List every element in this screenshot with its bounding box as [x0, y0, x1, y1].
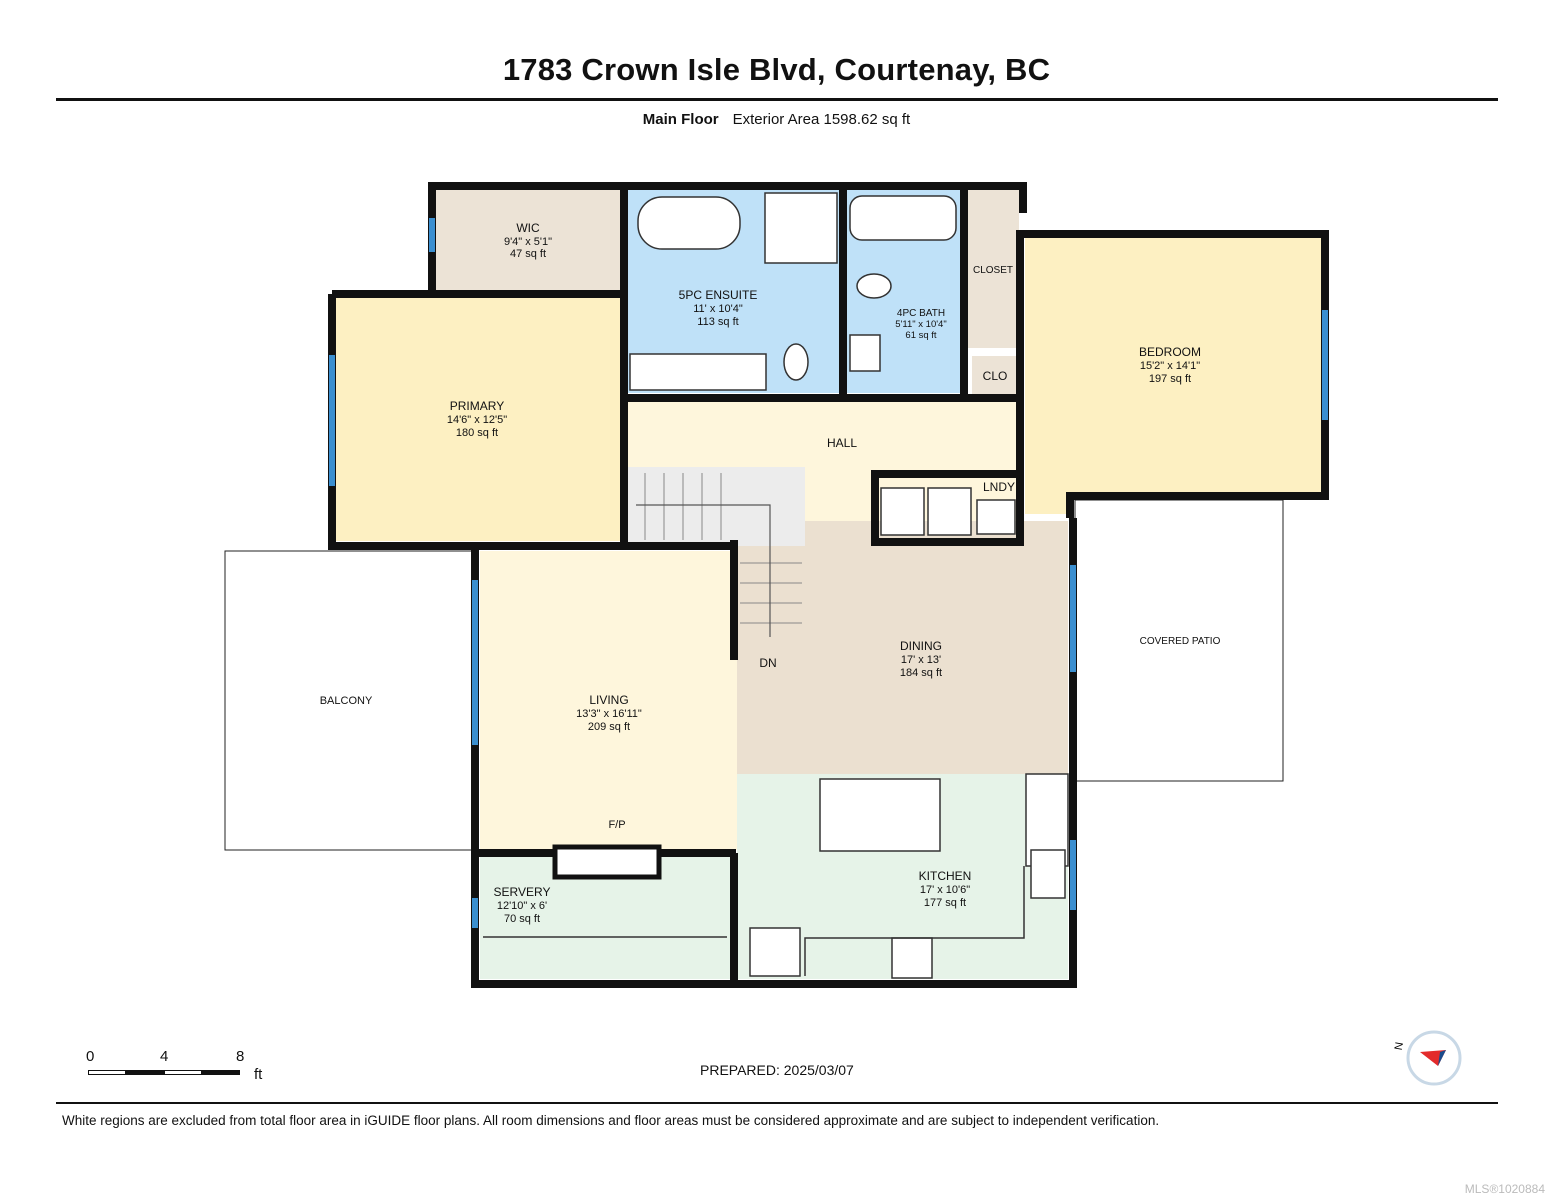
toilet-2	[783, 343, 809, 381]
scale-unit: ft	[254, 1066, 263, 1083]
scale-segment	[164, 1070, 202, 1075]
bath-dims: 5'11" x 10'4"	[895, 319, 946, 330]
bath-vanity	[849, 334, 881, 372]
kitchen-area: 177 sq ft	[924, 897, 966, 909]
bedroom-area: 197 sq ft	[1149, 373, 1191, 385]
dining-area: 184 sq ft	[900, 667, 942, 679]
primary-dims: 14'6" x 12'5"	[447, 414, 507, 426]
servery-label: SERVERY	[494, 885, 551, 899]
floor-name: Main Floor	[642, 111, 719, 128]
balcony-label: BALCONY	[320, 695, 373, 707]
hall-label: HALL	[827, 436, 857, 450]
clo-room	[972, 356, 1018, 396]
fireplace	[552, 844, 662, 880]
stairs	[627, 467, 805, 547]
scale-segment	[88, 1070, 126, 1075]
kitchen-label: KITCHEN	[919, 869, 972, 883]
ensuite-area: 113 sq ft	[697, 316, 738, 328]
wic-dims: 9'4" x 5'1"	[504, 236, 552, 248]
mls-watermark: MLS®1020884	[1464, 1182, 1545, 1196]
closet-room	[968, 190, 1019, 348]
covered-patio-area	[1074, 499, 1284, 782]
washer	[880, 487, 925, 536]
dining-room	[737, 546, 1068, 774]
floor-subtitle: Main Floor Exterior Area 1598.62 sq ft	[0, 111, 1553, 128]
windows	[329, 218, 1328, 928]
balcony-area	[224, 550, 476, 851]
disclaimer-text: White regions are excluded from total fl…	[62, 1113, 1160, 1128]
dining-label: DINING	[900, 639, 942, 653]
primary-label: PRIMARY	[450, 399, 504, 413]
fireplace-label: F/P	[608, 819, 625, 831]
kitchen-sink	[1030, 849, 1066, 899]
ensuite-dims: 11' x 10'4"	[693, 303, 743, 315]
bedroom-room	[1025, 238, 1322, 514]
primary-area: 180 sq ft	[456, 427, 498, 439]
soaking-tub	[637, 196, 741, 250]
scale-bar: 0 4 8 ft	[86, 1048, 286, 1088]
shower-stall	[764, 192, 838, 264]
fixtures	[483, 192, 1069, 979]
dryer	[927, 487, 972, 536]
wic-label: WIC	[516, 221, 540, 235]
compass-rose: N	[1390, 1030, 1466, 1090]
compass-north-label: N	[1393, 1041, 1406, 1051]
stair-treads	[644, 473, 802, 624]
laundry-sink	[976, 499, 1016, 535]
servery-dims: 12'10" x 6'	[497, 900, 547, 912]
counter-run	[804, 866, 1025, 976]
clo-label: CLO	[983, 369, 1008, 383]
scale-segment	[202, 1070, 240, 1075]
scale-tick-4: 4	[160, 1048, 169, 1065]
bath-tub	[849, 195, 957, 241]
room-labels: WIC 9'4" x 5'1" 47 sq ft 5PC ENSUITE 11'…	[320, 221, 1221, 925]
bedroom-dims: 15'2" x 14'1"	[1140, 360, 1200, 372]
dining-dims: 17' x 13'	[901, 654, 941, 666]
scale-tick-8: 8	[236, 1048, 245, 1065]
living-area: 209 sq ft	[588, 721, 630, 733]
closet-label: CLOSET	[973, 265, 1013, 276]
toilet	[856, 273, 892, 299]
kitchen-dims: 17' x 10'6"	[920, 884, 970, 896]
ensuite-label: 5PC ENSUITE	[679, 288, 758, 302]
bath-label: 4PC BATH	[897, 308, 945, 319]
wic-area: 47 sq ft	[510, 248, 546, 260]
exterior-area: Exterior Area 1598.62 sq ft	[732, 111, 911, 128]
living-label: LIVING	[589, 693, 628, 707]
ensuite-vanity	[629, 353, 767, 391]
bedroom-label: BEDROOM	[1139, 345, 1201, 359]
stair-direction-arrow	[636, 504, 771, 637]
plan-title: 1783 Crown Isle Blvd, Courtenay, BC	[502, 52, 1051, 87]
cooktop	[891, 937, 933, 979]
wic-room	[436, 190, 620, 293]
patio-label: COVERED PATIO	[1140, 636, 1221, 647]
living-room	[480, 551, 737, 850]
scale-segment	[126, 1070, 164, 1075]
primary-room	[336, 298, 620, 541]
servery-area: 70 sq ft	[504, 913, 540, 925]
scale-tick-0: 0	[86, 1048, 95, 1065]
prepared-date: PREPARED: 2025/03/07	[700, 1062, 854, 1078]
kitchen-island	[819, 778, 941, 852]
stairs-dn-label: DN	[759, 656, 776, 670]
living-dims: 13'3" x 16'11"	[576, 708, 642, 720]
bath-area: 61 sq ft	[905, 330, 937, 341]
title-rule	[56, 98, 1498, 101]
lndy-label: LNDY	[983, 480, 1015, 494]
fridge	[749, 927, 801, 977]
